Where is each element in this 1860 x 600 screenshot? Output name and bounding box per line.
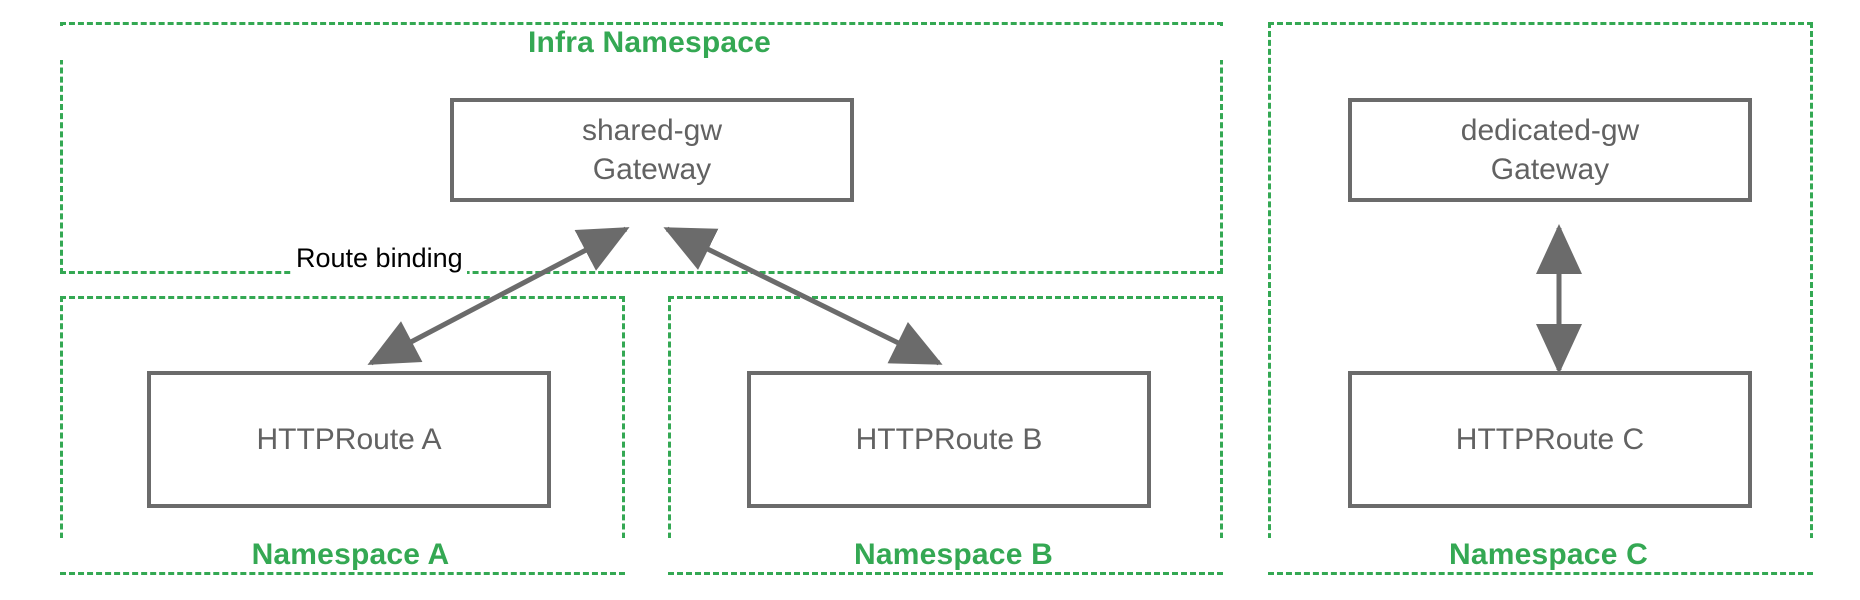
node-httproute-b-name: HTTPRoute B <box>855 423 1043 456</box>
node-shared-gw[interactable]: shared-gw Gateway <box>450 98 854 202</box>
node-dedicated-gw-kind: Gateway <box>1490 153 1610 186</box>
node-httproute-b[interactable]: HTTPRoute B <box>747 371 1151 508</box>
namespace-label-infra: Infra Namespace <box>60 26 1239 60</box>
node-httproute-c[interactable]: HTTPRoute C <box>1348 371 1752 508</box>
node-shared-gw-kind: Gateway <box>592 153 712 186</box>
node-httproute-a[interactable]: HTTPRoute A <box>147 371 551 508</box>
namespace-container-c <box>1268 22 1813 575</box>
namespace-label-b: Namespace B <box>668 538 1239 572</box>
namespace-label-a: Namespace A <box>60 538 641 572</box>
node-httproute-c-name: HTTPRoute C <box>1455 423 1645 456</box>
namespace-container-a <box>60 296 625 575</box>
edge-label-route-binding: Route binding <box>292 243 467 274</box>
namespace-container-infra <box>60 22 1223 274</box>
node-dedicated-gw[interactable]: dedicated-gw Gateway <box>1348 98 1752 202</box>
node-dedicated-gw-name: dedicated-gw <box>1460 114 1640 147</box>
namespace-label-c: Namespace C <box>1268 538 1829 572</box>
namespace-container-b <box>668 296 1223 575</box>
node-shared-gw-name: shared-gw <box>581 114 723 147</box>
node-httproute-a-name: HTTPRoute A <box>256 423 442 456</box>
